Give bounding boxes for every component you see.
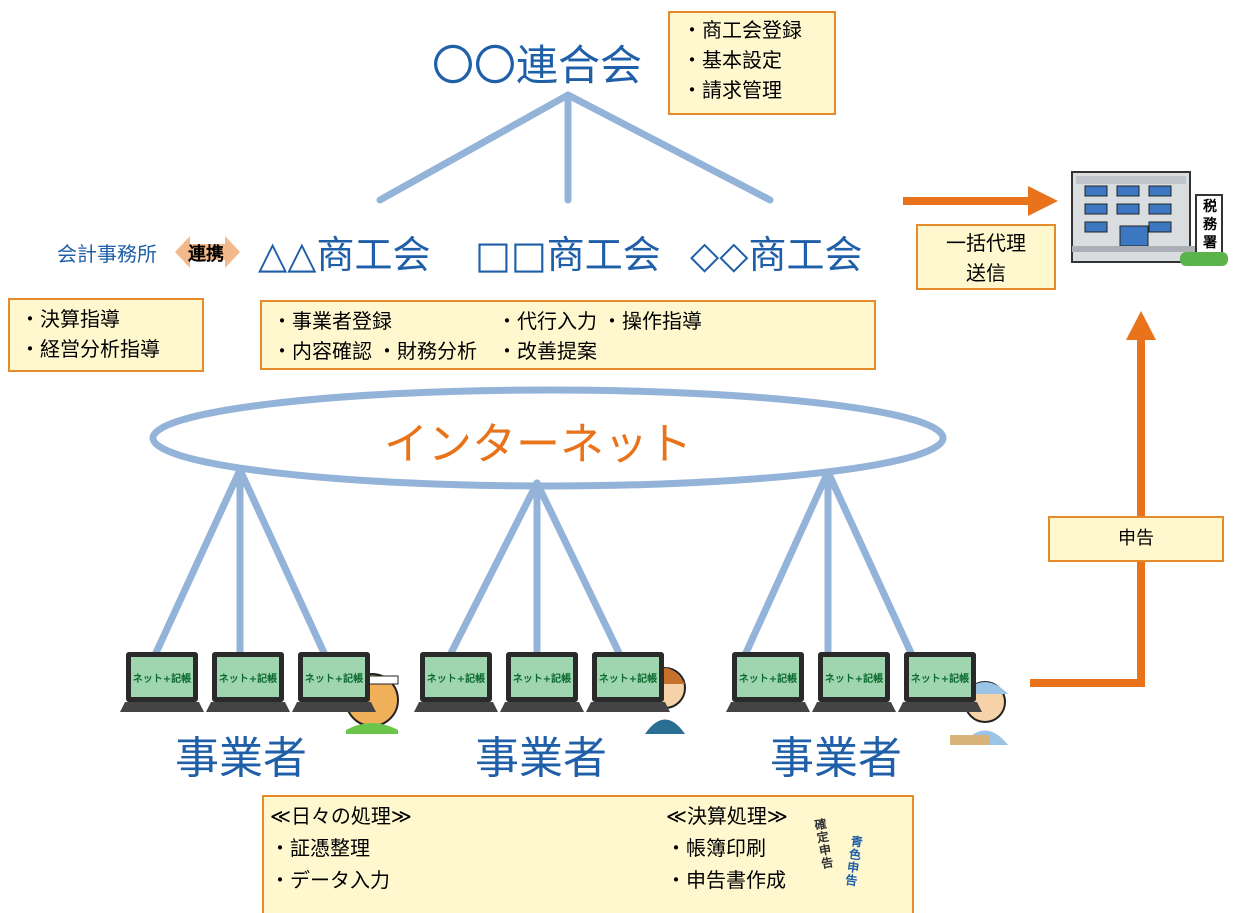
- chamber-task: ・財務分析: [377, 339, 477, 363]
- chamber-task: ・代行入力: [497, 309, 597, 333]
- laptop-screen: ネット+記帳: [303, 657, 365, 697]
- laptop-screen: ネット+記帳: [737, 657, 799, 697]
- federation-title: 〇〇連合会: [432, 41, 643, 90]
- bulk-send-box: 一括代理 送信: [916, 224, 1056, 290]
- laptop-screen: ネット+記帳: [823, 657, 885, 697]
- link-internet-laptop: [151, 466, 244, 659]
- declare-arrow-head: [1126, 311, 1156, 340]
- laptop-screen-text: ネット+記帳: [738, 673, 798, 685]
- link-double-arrow-icon: [175, 236, 240, 268]
- daily-processing-title: ≪日々の処理≫: [270, 804, 412, 828]
- laptop-screen-text: ネット+記帳: [598, 673, 658, 685]
- bulk-send-arrow-head: [1028, 186, 1058, 216]
- accounting-task: ・経営分析指導: [20, 337, 160, 361]
- federation-task: ・基本設定: [682, 48, 782, 72]
- accounting-office-label: 会計事務所: [57, 242, 157, 266]
- declare-arrow-bottom: [1030, 679, 1145, 687]
- daily-processing-item: ・データ入力: [270, 868, 390, 892]
- laptop-screen-text: ネット+記帳: [426, 673, 486, 685]
- laptop-screen-text: ネット+記帳: [132, 673, 192, 685]
- laptop-screen: ネット+記帳: [597, 657, 659, 697]
- chamber-task: ・改善提案: [497, 339, 597, 363]
- declare-label: 申告: [1118, 528, 1154, 549]
- laptop-screen: ネット+記帳: [425, 657, 487, 697]
- chamber-task: ・事業者登録: [272, 309, 392, 333]
- declare-box: 申告: [1048, 516, 1224, 562]
- laptop-screen: ネット+記帳: [131, 657, 193, 697]
- federation-task: ・商工会登録: [682, 18, 802, 42]
- laptop-screen-text: ネット+記帳: [304, 673, 364, 685]
- laptop-screen-text: ネット+記帳: [824, 673, 884, 685]
- chamber-name: □□商工会: [475, 233, 661, 277]
- laptop-screen: ネット+記帳: [511, 657, 573, 697]
- laptop-icon: ネット+記帳: [500, 652, 588, 718]
- laptop-icon: ネット+記帳: [120, 652, 208, 718]
- internet-ellipse: [149, 386, 947, 490]
- chamber-name: △△商工会: [258, 233, 431, 277]
- link-internet-laptop: [533, 479, 624, 659]
- laptop-screen-text: ネット+記帳: [218, 673, 278, 685]
- laptop-icon: ネット+記帳: [206, 652, 294, 718]
- link-internet-laptop: [741, 468, 832, 659]
- tax-office-building-icon: [1071, 171, 1228, 266]
- business-label: 事業者: [175, 733, 307, 784]
- laptop-icon: ネット+記帳: [292, 652, 380, 718]
- link-internet-laptop: [236, 466, 329, 659]
- business-label: 事業者: [770, 733, 902, 784]
- chamber-task: ・操作指導: [602, 309, 702, 333]
- closing-processing-item: ・申告書作成: [666, 868, 786, 892]
- link-federation-chamber-3: [564, 91, 774, 204]
- bulk-send-label: 送信: [966, 261, 1006, 285]
- closing-processing-title: ≪決算処理≫: [666, 804, 788, 828]
- laptop-icon: ネット+記帳: [586, 652, 674, 718]
- accounting-office-task-box: ・決算指導 ・経営分析指導: [8, 298, 204, 372]
- daily-processing-item: ・証憑整理: [270, 836, 370, 860]
- federation-task: ・請求管理: [682, 78, 782, 102]
- bulk-send-label: 一括代理: [946, 231, 1026, 255]
- link-internet-laptop: [824, 468, 916, 659]
- federation-task-box: ・商工会登録 ・基本設定 ・請求管理: [668, 11, 836, 115]
- link-label: 連携: [188, 244, 224, 265]
- chamber-task: ・内容確認: [272, 339, 372, 363]
- business-label: 事業者: [475, 733, 607, 784]
- chamber-task-box: ・事業者登録 ・代行入力 ・操作指導 ・内容確認 ・財務分析 ・改善提案: [260, 300, 876, 370]
- laptop-icon: ネット+記帳: [726, 652, 814, 718]
- laptop-screen-text: ネット+記帳: [512, 673, 572, 685]
- laptop-icon: ネット+記帳: [898, 652, 986, 718]
- laptop-screen-text: ネット+記帳: [910, 673, 970, 685]
- laptop-icon: ネット+記帳: [414, 652, 502, 718]
- tax-office-sign: 税務署: [1203, 199, 1217, 251]
- bulk-send-arrow-shaft: [903, 197, 1028, 205]
- chamber-name: ◇◇商工会: [690, 233, 863, 277]
- link-federation-chamber-1: [376, 91, 572, 204]
- internet-label: インターネット: [384, 419, 692, 470]
- processing-box: ≪日々の処理≫ ・証憑整理 ・データ入力 ≪決算処理≫ ・帳簿印刷 ・申告書作成: [262, 795, 914, 913]
- closing-processing-item: ・帳簿印刷: [666, 836, 766, 860]
- accounting-task: ・決算指導: [20, 307, 120, 331]
- declare-arrow-shaft: [1137, 340, 1145, 687]
- laptop-icon: ネット+記帳: [812, 652, 900, 718]
- laptop-screen: ネット+記帳: [217, 657, 279, 697]
- laptop-screen: ネット+記帳: [909, 657, 971, 697]
- link-internet-laptop: [446, 479, 541, 659]
